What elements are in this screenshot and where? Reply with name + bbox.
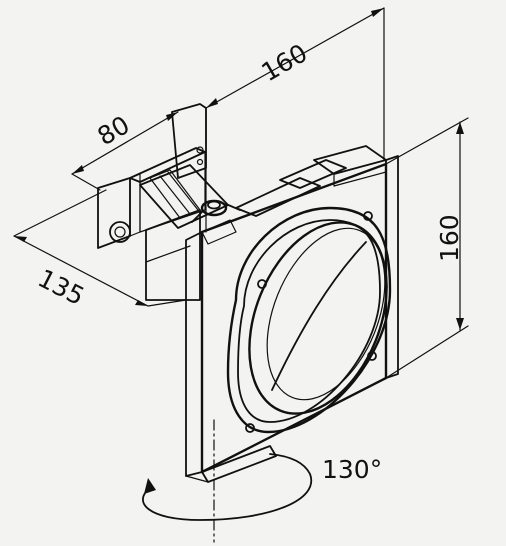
depth-dimension-label: 160 [257, 38, 313, 87]
base-foot [185, 445, 277, 483]
rotation-angle-label: 130° [322, 455, 382, 484]
fan-housing [145, 145, 399, 379]
bracket-width-dimension-label: 80 [93, 110, 135, 151]
duct-spigot [226, 206, 392, 434]
height-dimension-label: 160 [435, 214, 464, 262]
wall-bracket [97, 103, 207, 249]
dimension-lines [13, 7, 469, 543]
